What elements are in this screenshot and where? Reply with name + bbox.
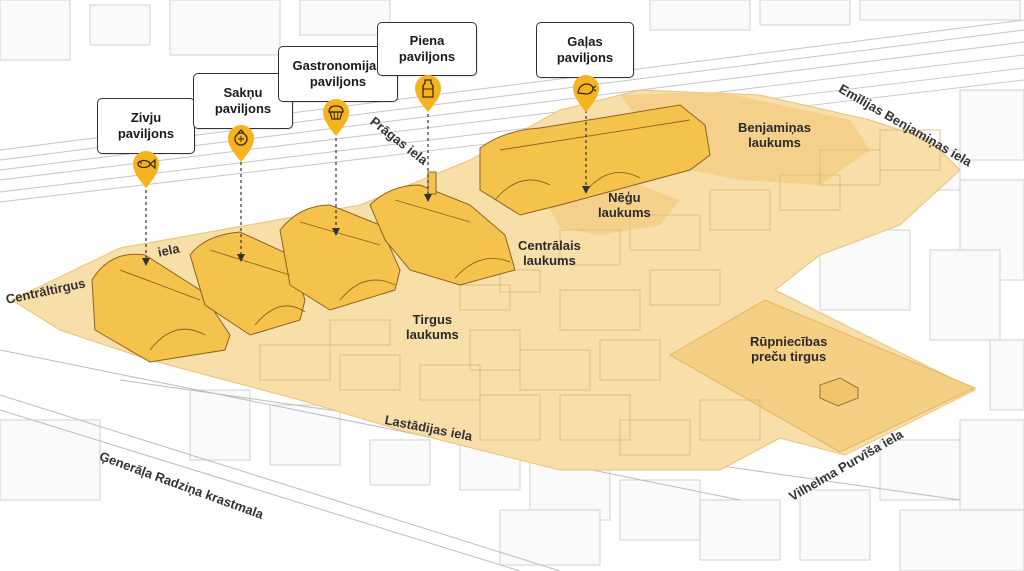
callout-line-1: Zivju bbox=[130, 110, 162, 125]
callout-line-1: Sakņu bbox=[223, 85, 263, 100]
small-building bbox=[819, 377, 859, 407]
market-area-buildings bbox=[259, 129, 941, 456]
label-industrial-market: Rūpniecības preču tirgus bbox=[750, 334, 827, 364]
fish-icon bbox=[133, 151, 159, 188]
label-line: laukums bbox=[598, 205, 651, 220]
label-line: preču tirgus bbox=[751, 349, 827, 364]
callout-line-1: Piena bbox=[409, 33, 445, 48]
pavilion-arches bbox=[119, 119, 691, 351]
callout-fish-pavilion: Zivju paviljons bbox=[97, 98, 195, 154]
label-line: Benjamiņas bbox=[738, 120, 811, 135]
callout-line-2: paviljons bbox=[214, 101, 272, 116]
callout-line-1: Gaļas bbox=[567, 34, 603, 49]
callout-line-2: paviljons bbox=[556, 50, 614, 65]
root-pavilion-building bbox=[189, 231, 306, 336]
label-line: laukums bbox=[748, 135, 801, 150]
callout-milk-pavilion: Piena paviljons bbox=[377, 22, 477, 76]
label-negu-square: Nēģu laukums bbox=[598, 190, 651, 220]
pavilion-buildings bbox=[91, 104, 711, 363]
callout-line-2: paviljons bbox=[398, 49, 456, 64]
label-benjamins-square: Benjamiņas laukums bbox=[738, 120, 811, 150]
label-market-square: Tirgus laukums bbox=[406, 312, 459, 342]
fish-pavilion-building bbox=[91, 253, 231, 363]
meat-icon bbox=[573, 75, 599, 112]
label-line: laukums bbox=[406, 327, 459, 342]
callout-meat-pavilion: Gaļas paviljons bbox=[536, 22, 634, 78]
callout-line-2: paviljons bbox=[117, 126, 175, 141]
milk-bottle-icon bbox=[415, 75, 441, 112]
leader-lines bbox=[145, 108, 587, 262]
chimney bbox=[427, 171, 437, 195]
label-line: Rūpniecības bbox=[750, 334, 828, 349]
industrial-market bbox=[668, 299, 977, 453]
leader-arrowheads bbox=[142, 186, 590, 266]
label-line: laukums bbox=[523, 253, 576, 268]
milk-pavilion-building bbox=[369, 184, 516, 286]
cupcake-icon bbox=[323, 99, 349, 136]
gastronomy-pavilion-building bbox=[279, 204, 401, 311]
label-line: Centrālais bbox=[518, 238, 581, 253]
callout-line-1: Gastronomijas bbox=[292, 58, 384, 73]
callout-line-2: paviljons bbox=[309, 74, 367, 89]
meat-pavilion-building bbox=[479, 104, 711, 216]
vegetable-icon bbox=[228, 125, 254, 162]
label-line: Nēģu bbox=[608, 190, 641, 205]
label-central-square: Centrālais laukums bbox=[518, 238, 581, 268]
label-line: Tirgus bbox=[412, 312, 453, 327]
